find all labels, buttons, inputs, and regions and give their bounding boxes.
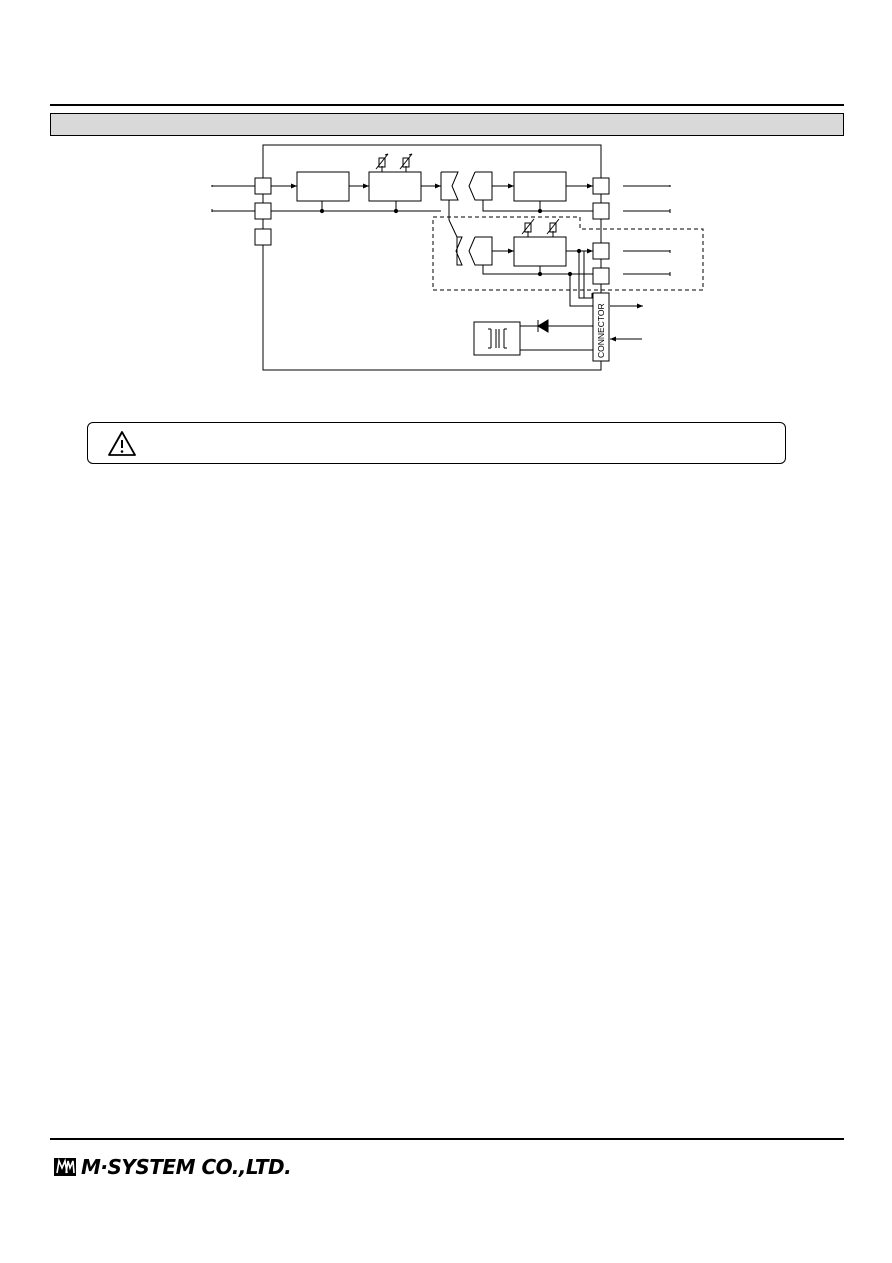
company-logo: M·SYSTEM CO.,LTD. (54, 1155, 292, 1179)
zero-adjust-icon-2 (521, 218, 535, 237)
isolation-block-upper (440, 171, 493, 201)
input-circuit-block (296, 171, 350, 202)
transformer-icon (488, 328, 507, 349)
span-adjust-icon-2 (546, 218, 560, 237)
input-terminal-2 (254, 202, 272, 220)
connector-label: CONNECTOR (596, 303, 606, 358)
input-lead-1 (211, 185, 255, 187)
connector-block (592, 292, 610, 362)
company-name: M·SYSTEM CO.,LTD. (81, 1155, 292, 1179)
power-transformer-block (473, 321, 521, 356)
output-terminal-3 (592, 242, 610, 260)
output-circuit-block-2 (513, 236, 567, 267)
output-terminal-2 (592, 202, 610, 220)
output-terminal-1 (592, 177, 610, 195)
diode-icon (537, 319, 549, 333)
zero-adjust-icon (375, 153, 389, 172)
input-terminal-3 (254, 228, 272, 246)
output-terminal-4 (592, 267, 610, 285)
option-dashed-area (432, 216, 704, 291)
adjust-circuit-block (368, 171, 422, 202)
bottom-rule (50, 1138, 844, 1140)
m-system-logo-icon (54, 1158, 76, 1176)
caution-box (87, 422, 786, 464)
span-adjust-icon (399, 153, 413, 172)
isolation-block-lower (455, 236, 493, 266)
top-rule (50, 104, 844, 106)
section-header-bar (50, 113, 844, 136)
warning-triangle-icon (108, 431, 136, 456)
input-terminal-1 (254, 177, 272, 195)
output-circuit-block-1 (513, 171, 567, 202)
block-diagram: CONNECTOR (211, 144, 704, 371)
housing-outline (262, 144, 602, 371)
